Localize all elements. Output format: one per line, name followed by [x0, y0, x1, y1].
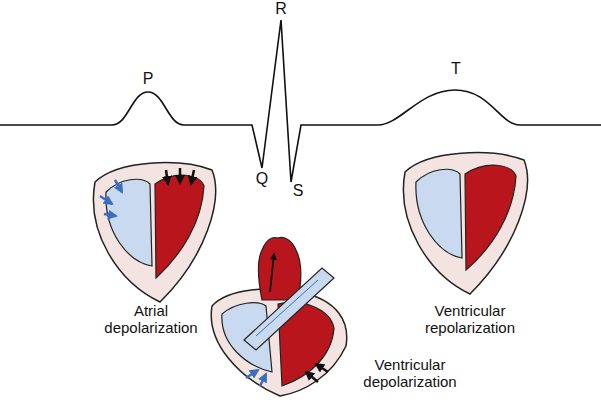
wave-label: R: [269, 0, 293, 18]
wave-label: Q: [250, 170, 274, 188]
phase-label: Atrial depolarization: [92, 302, 210, 337]
phase-label: Ventricular depolarization: [350, 356, 470, 391]
wave-label: T: [444, 60, 468, 78]
phase-label: Ventricular repolarization: [410, 302, 530, 337]
heart-ventricular-depolarization: [211, 238, 346, 397]
heart-atrial: [93, 163, 215, 302]
wave-label: S: [286, 182, 310, 200]
heart-ventricular-repolarization: [403, 153, 527, 294]
wave-label: P: [136, 70, 160, 88]
